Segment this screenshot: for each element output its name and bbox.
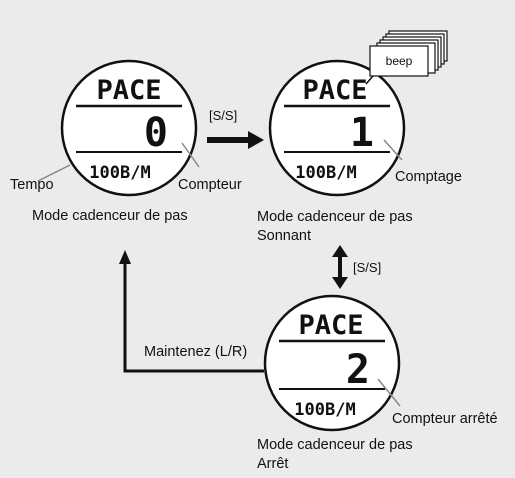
mode-caption-sounding-line2: Sonnant <box>257 228 312 244</box>
tempo-callout-line <box>37 164 71 182</box>
display-mode-text: PACE <box>96 75 161 106</box>
return-arrow <box>119 250 264 373</box>
mode-caption-stopped-line2: Arrêt <box>257 456 289 472</box>
beep-label: beep <box>386 54 413 68</box>
ss-transition-updown: [S/S] <box>353 260 382 275</box>
counting-callout-line <box>383 139 403 161</box>
watch-display-pace-mode: PACE 0 100B/M <box>60 59 198 197</box>
up-down-arrow <box>332 245 348 289</box>
mode-caption-sounding-line1: Mode cadenceur de pas <box>257 209 413 225</box>
tempo-label: Tempo <box>10 177 54 193</box>
display-tempo: 100B/M <box>295 163 356 183</box>
beep-pointer <box>365 75 374 85</box>
display-tempo: 100B/M <box>294 400 355 420</box>
counter-label: Compteur <box>178 177 242 193</box>
display-tempo: 100B/M <box>89 163 150 183</box>
display-count: 2 <box>346 347 370 393</box>
counting-label: Comptage <box>395 169 462 185</box>
counter-stopped-label: Compteur arrêté <box>392 411 498 427</box>
watch-display-pace-sounding: PACE 1 100B/M <box>268 59 406 197</box>
display-mode-text: PACE <box>298 310 363 341</box>
display-count: 0 <box>144 110 168 156</box>
right-arrow <box>207 131 264 149</box>
display-count: 1 <box>350 110 374 156</box>
ss-transition-right: [S/S] <box>209 108 238 123</box>
display-mode-text: PACE <box>302 75 367 106</box>
hold-transition: Maintenez (L/R) <box>144 344 248 360</box>
mode-caption-stopped-line1: Mode cadenceur de pas <box>257 437 413 453</box>
mode-caption-pace: Mode cadenceur de pas <box>32 208 188 224</box>
beep-cards-icon: beep <box>369 30 448 77</box>
counter-callout-line <box>181 142 200 168</box>
stopped-callout-line <box>377 378 401 407</box>
watch-display-pace-stopped: PACE 2 100B/M <box>263 294 401 432</box>
